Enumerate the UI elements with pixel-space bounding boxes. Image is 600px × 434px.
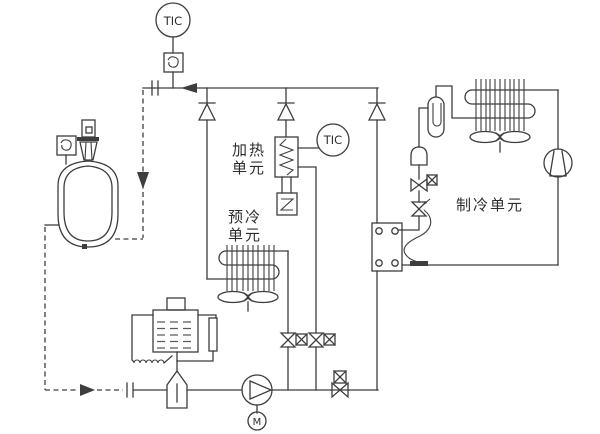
- condenser-fan-icon: [469, 130, 531, 153]
- tic-main-label: TIC: [163, 14, 182, 28]
- tank-right-pipe: [197, 314, 217, 319]
- pump-casing: [241, 374, 273, 406]
- check-valve-3: [367, 102, 387, 121]
- circulation-pump: M: [241, 374, 273, 431]
- port: [391, 227, 399, 235]
- agitator-motor: [81, 119, 96, 138]
- precool-unit-label-line1: 预冷: [228, 208, 262, 226]
- sensing-capillary: [403, 209, 432, 263]
- precool-coil-fins: [226, 245, 275, 291]
- accumulator: [427, 96, 445, 138]
- gauge-return-pipe: [176, 350, 214, 362]
- evaporator-feed-pipe: [398, 215, 420, 231]
- precool-coil: [206, 250, 289, 280]
- heater-shell: [274, 136, 299, 178]
- thyristor-icon: [279, 198, 295, 211]
- check-valve-1: [197, 102, 217, 121]
- bottom-outlet-nozzle: [82, 244, 87, 249]
- tank-neck: [166, 297, 186, 311]
- expansion-tank: [131, 297, 218, 372]
- tic-controller-top: TIC: [155, 2, 191, 54]
- port: [375, 227, 383, 235]
- flow-arrow-left-icon: [181, 83, 197, 93]
- instrument-circle: [316, 123, 350, 157]
- flange-joint-top: [151, 80, 159, 96]
- temperature-sensor-icon: [60, 139, 72, 151]
- plate-heat-exchanger: [371, 222, 403, 272]
- heating-unit-label-line1: 加热: [232, 141, 266, 159]
- port: [391, 259, 399, 267]
- pump-motor-label: M: [253, 417, 262, 428]
- compressor-casing: [543, 148, 573, 178]
- flow-arrow-right-icon: [80, 384, 95, 396]
- refrigeration-unit-label: 制冷单元: [456, 196, 524, 214]
- solenoid-valve-3: [331, 370, 349, 399]
- temperature-sensor-icon: [167, 56, 179, 68]
- filter-vessel: [166, 369, 188, 409]
- refrigerant-solenoid-valve: [410, 174, 438, 193]
- refrigeration-unit: 制冷单元: [398, 79, 573, 266]
- temperature-sensor-top: [163, 52, 184, 89]
- sensor-box: [56, 135, 77, 156]
- solenoid-valve-1: [279, 332, 308, 348]
- heating-coil-icon: [133, 359, 165, 364]
- heating-element-icon: [278, 138, 295, 176]
- power-regulator: [276, 192, 298, 216]
- expansion-valve: [410, 198, 431, 217]
- check-valve-2: [276, 102, 296, 121]
- tic-controller-heater: TIC: [297, 123, 350, 157]
- reactor-vessel: [44, 119, 119, 249]
- tic-heater-label: TIC: [323, 133, 342, 147]
- agitator-coupling: [77, 137, 99, 141]
- vessel-body: [63, 165, 113, 242]
- compressor: [543, 148, 573, 178]
- condenser-coil: [435, 85, 559, 119]
- tank-left-pipe: [131, 314, 154, 363]
- level-gauge: [208, 317, 218, 352]
- flange-joint-bottom: [126, 382, 134, 398]
- filter-drier: [410, 146, 428, 166]
- solenoid-valve-2: [307, 332, 336, 348]
- precool-unit-label-line2: 单元: [228, 226, 262, 244]
- precooling-unit: 预冷 单元: [206, 208, 289, 312]
- vessel-jacket: [57, 160, 119, 248]
- accumulator-u-tube: [432, 103, 442, 127]
- sensor-box: [163, 52, 184, 73]
- tank-body: [152, 309, 199, 353]
- filter-body: [166, 369, 188, 409]
- pump-motor: [247, 411, 267, 431]
- plate-pack: [371, 222, 403, 272]
- port: [375, 259, 383, 267]
- agitator-neck: [79, 141, 98, 161]
- accumulator-shell: [427, 96, 445, 138]
- precool-fan-icon: [217, 290, 279, 312]
- coil-tail: [163, 355, 173, 364]
- pump-impeller-icon: [249, 380, 273, 400]
- temperature-sensor-reactor: [56, 135, 77, 165]
- heater-outlet-pipe: [297, 166, 317, 334]
- heating-unit-label-line2: 单元: [232, 159, 266, 177]
- liquid-line: [418, 107, 429, 148]
- condenser-coil-fins: [475, 79, 525, 131]
- sensing-bulb: [410, 261, 428, 266]
- heating-unit: 加热 单元: [232, 136, 299, 216]
- flow-arrow-down-icon: [137, 172, 149, 189]
- motor-window: [85, 126, 93, 134]
